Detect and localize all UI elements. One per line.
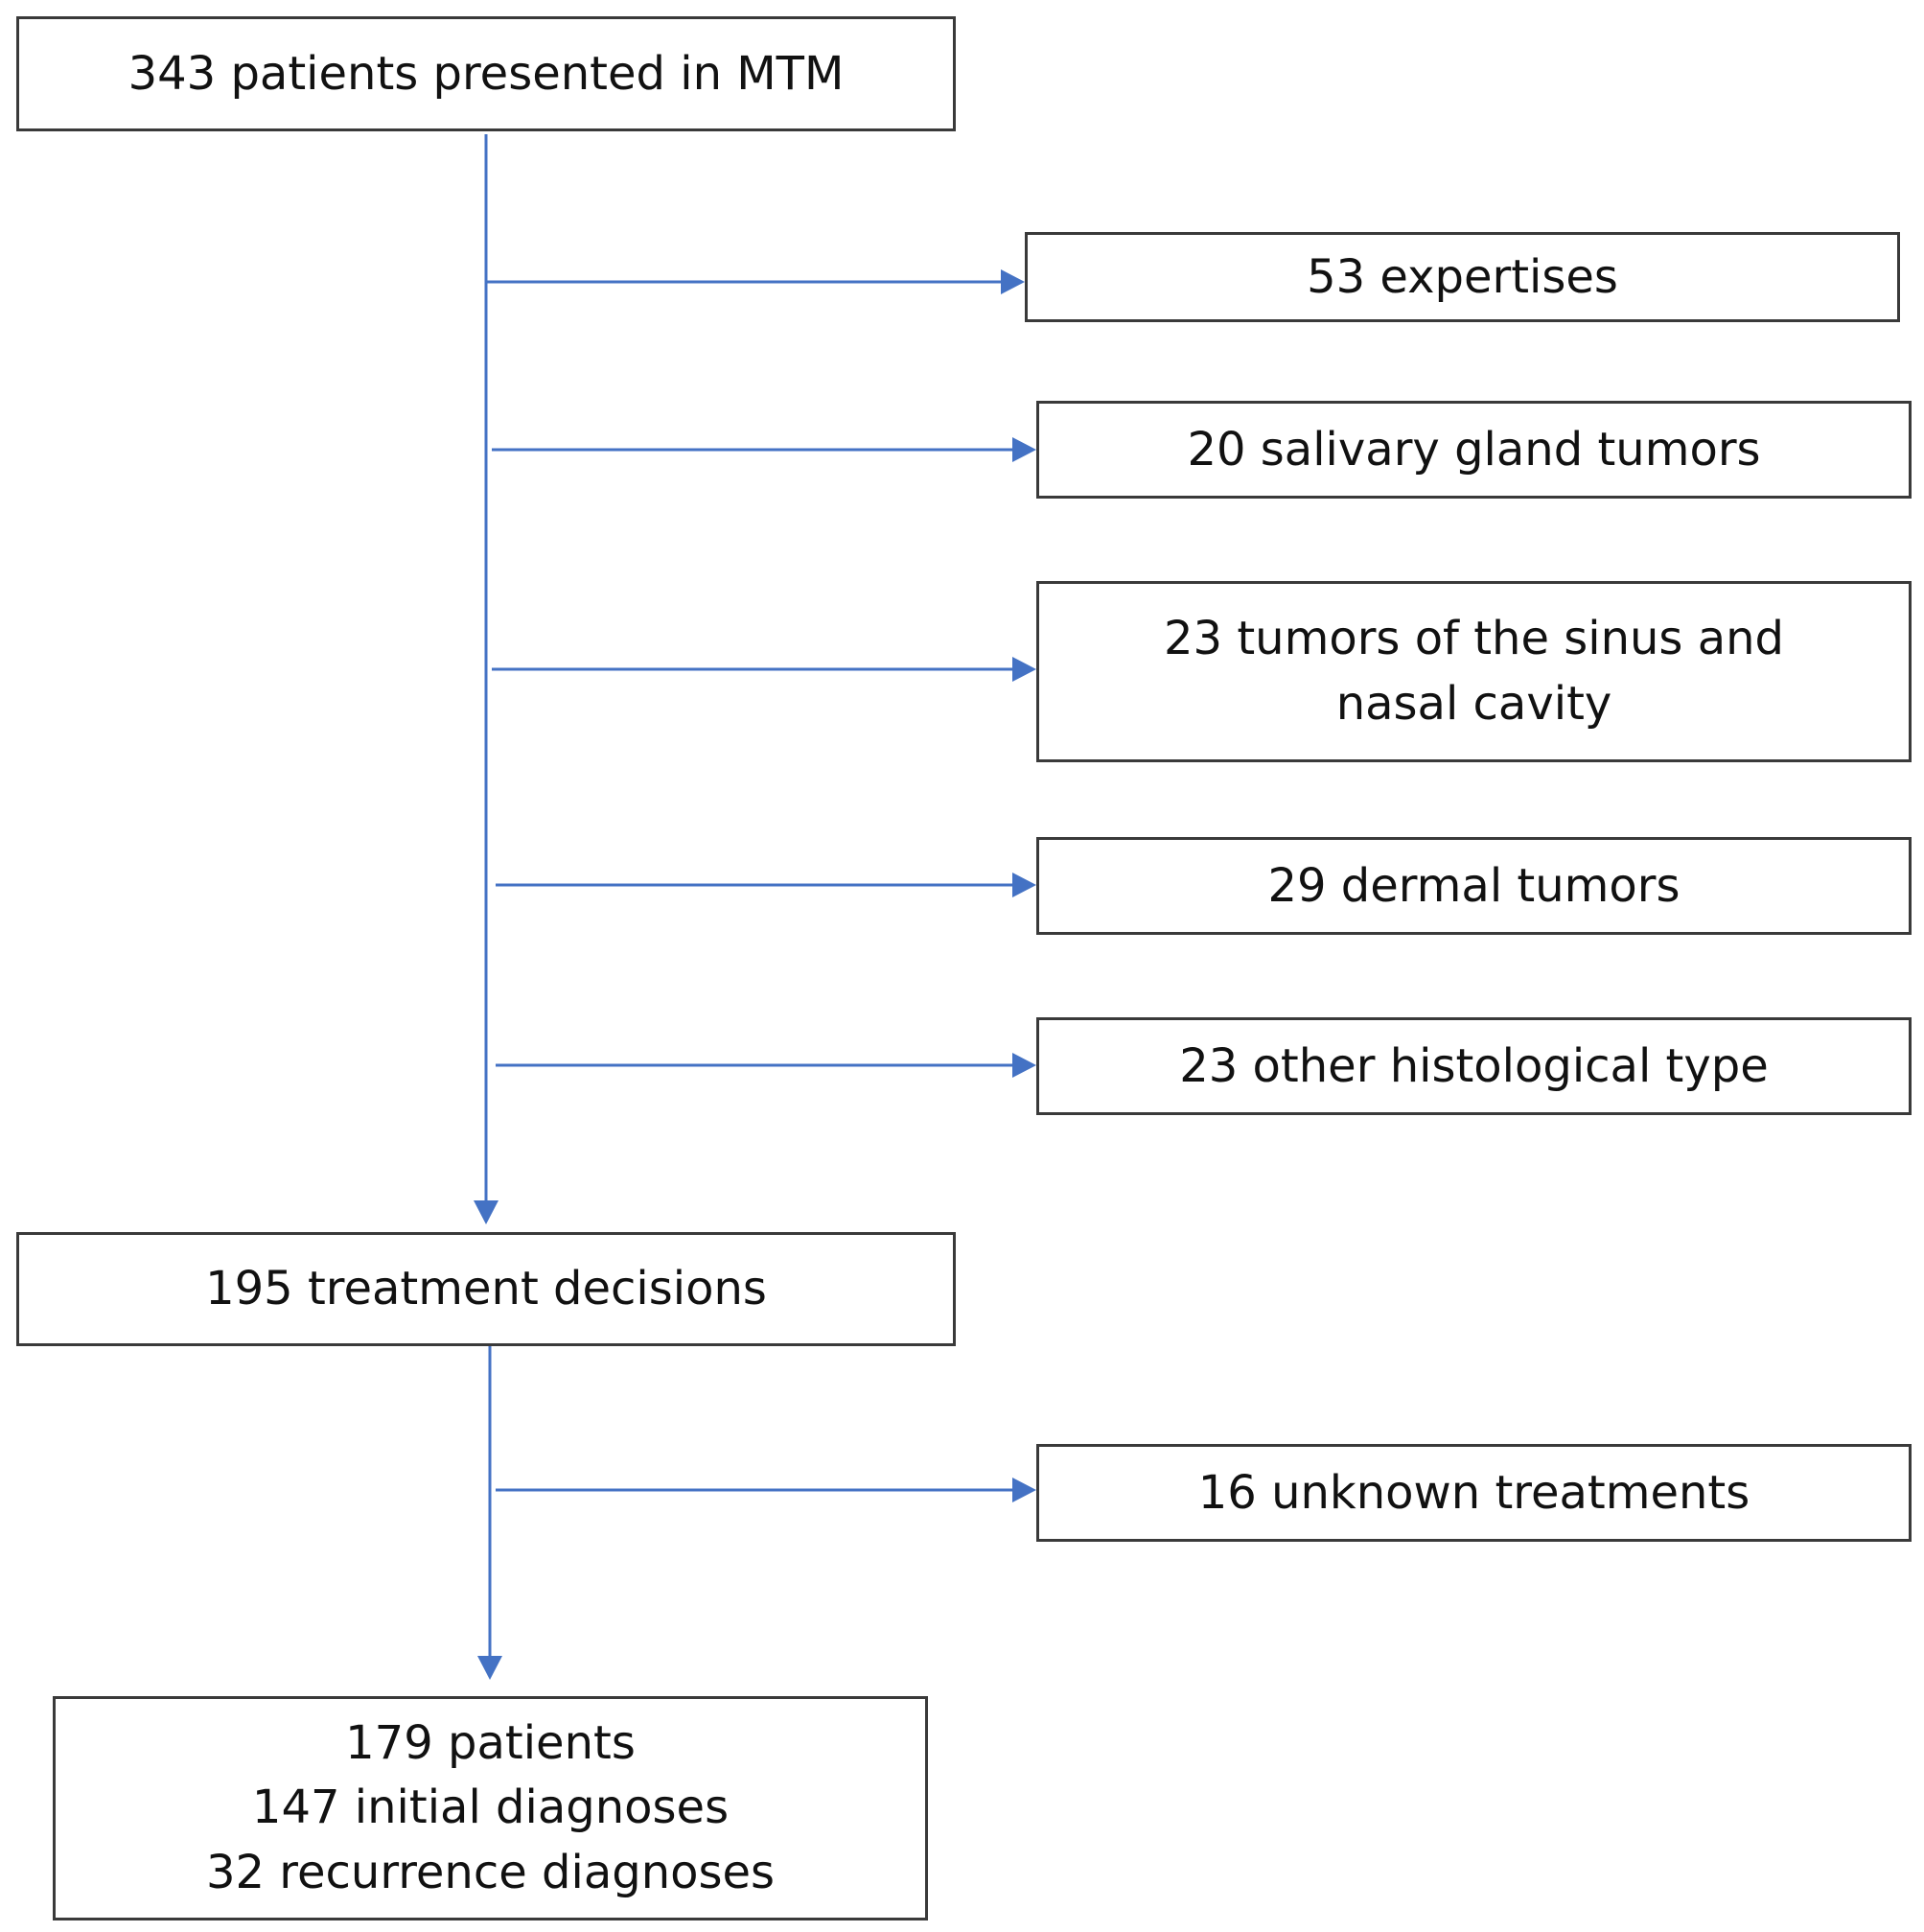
exclusion-box-salivary: 20 salivary gland tumors — [1036, 401, 1912, 499]
branch-arrows-1 — [486, 269, 1036, 1078]
exclusion-box-dermal: 29 dermal tumors — [1036, 837, 1912, 935]
arrowhead-expertises — [1001, 269, 1025, 294]
exclusion-label: 16 unknown treatments — [1197, 1465, 1750, 1520]
main-trunk-1 — [474, 134, 498, 1224]
exclusion-box-expertises: 53 expertises — [1025, 232, 1900, 322]
exclusion-label: 53 expertises — [1307, 249, 1618, 304]
arrowhead-salivary — [1012, 437, 1036, 462]
branch-arrows-2 — [496, 1478, 1036, 1502]
final-line-patients: 179 patients — [345, 1716, 636, 1771]
arrowhead-other — [1012, 1053, 1036, 1078]
exclusion-box-unknown: 16 unknown treatments — [1036, 1444, 1912, 1542]
final-line-recurrence: 32 recurrence diagnoses — [205, 1845, 776, 1899]
start-label: 343 patients presented in MTM — [127, 46, 845, 101]
exclusion-label: 23 other histological type — [1179, 1038, 1769, 1093]
final-box: 179 patients 147 initial diagnoses 32 re… — [53, 1696, 928, 1920]
arrowhead-to-final — [477, 1656, 502, 1680]
start-box: 343 patients presented in MTM — [16, 16, 956, 131]
arrowhead-unknown — [1012, 1478, 1036, 1502]
arrowhead-dermal — [1012, 873, 1036, 897]
exclusion-label: 23 tumors of the sinus and nasal cavity — [1163, 612, 1784, 731]
main-trunk-2 — [477, 1346, 502, 1680]
exclusion-label: 20 salivary gland tumors — [1187, 422, 1761, 477]
final-line-initial: 147 initial diagnoses — [251, 1781, 730, 1835]
exclusion-label: 29 dermal tumors — [1267, 858, 1681, 913]
arrowhead-to-treatment-decisions — [474, 1200, 498, 1224]
treatment-decisions-box: 195 treatment decisions — [16, 1232, 956, 1346]
exclusion-box-sinus: 23 tumors of the sinus and nasal cavity — [1036, 581, 1912, 762]
arrowhead-sinus — [1012, 657, 1036, 682]
middle-label: 195 treatment decisions — [205, 1262, 767, 1316]
exclusion-box-other: 23 other histological type — [1036, 1017, 1912, 1115]
